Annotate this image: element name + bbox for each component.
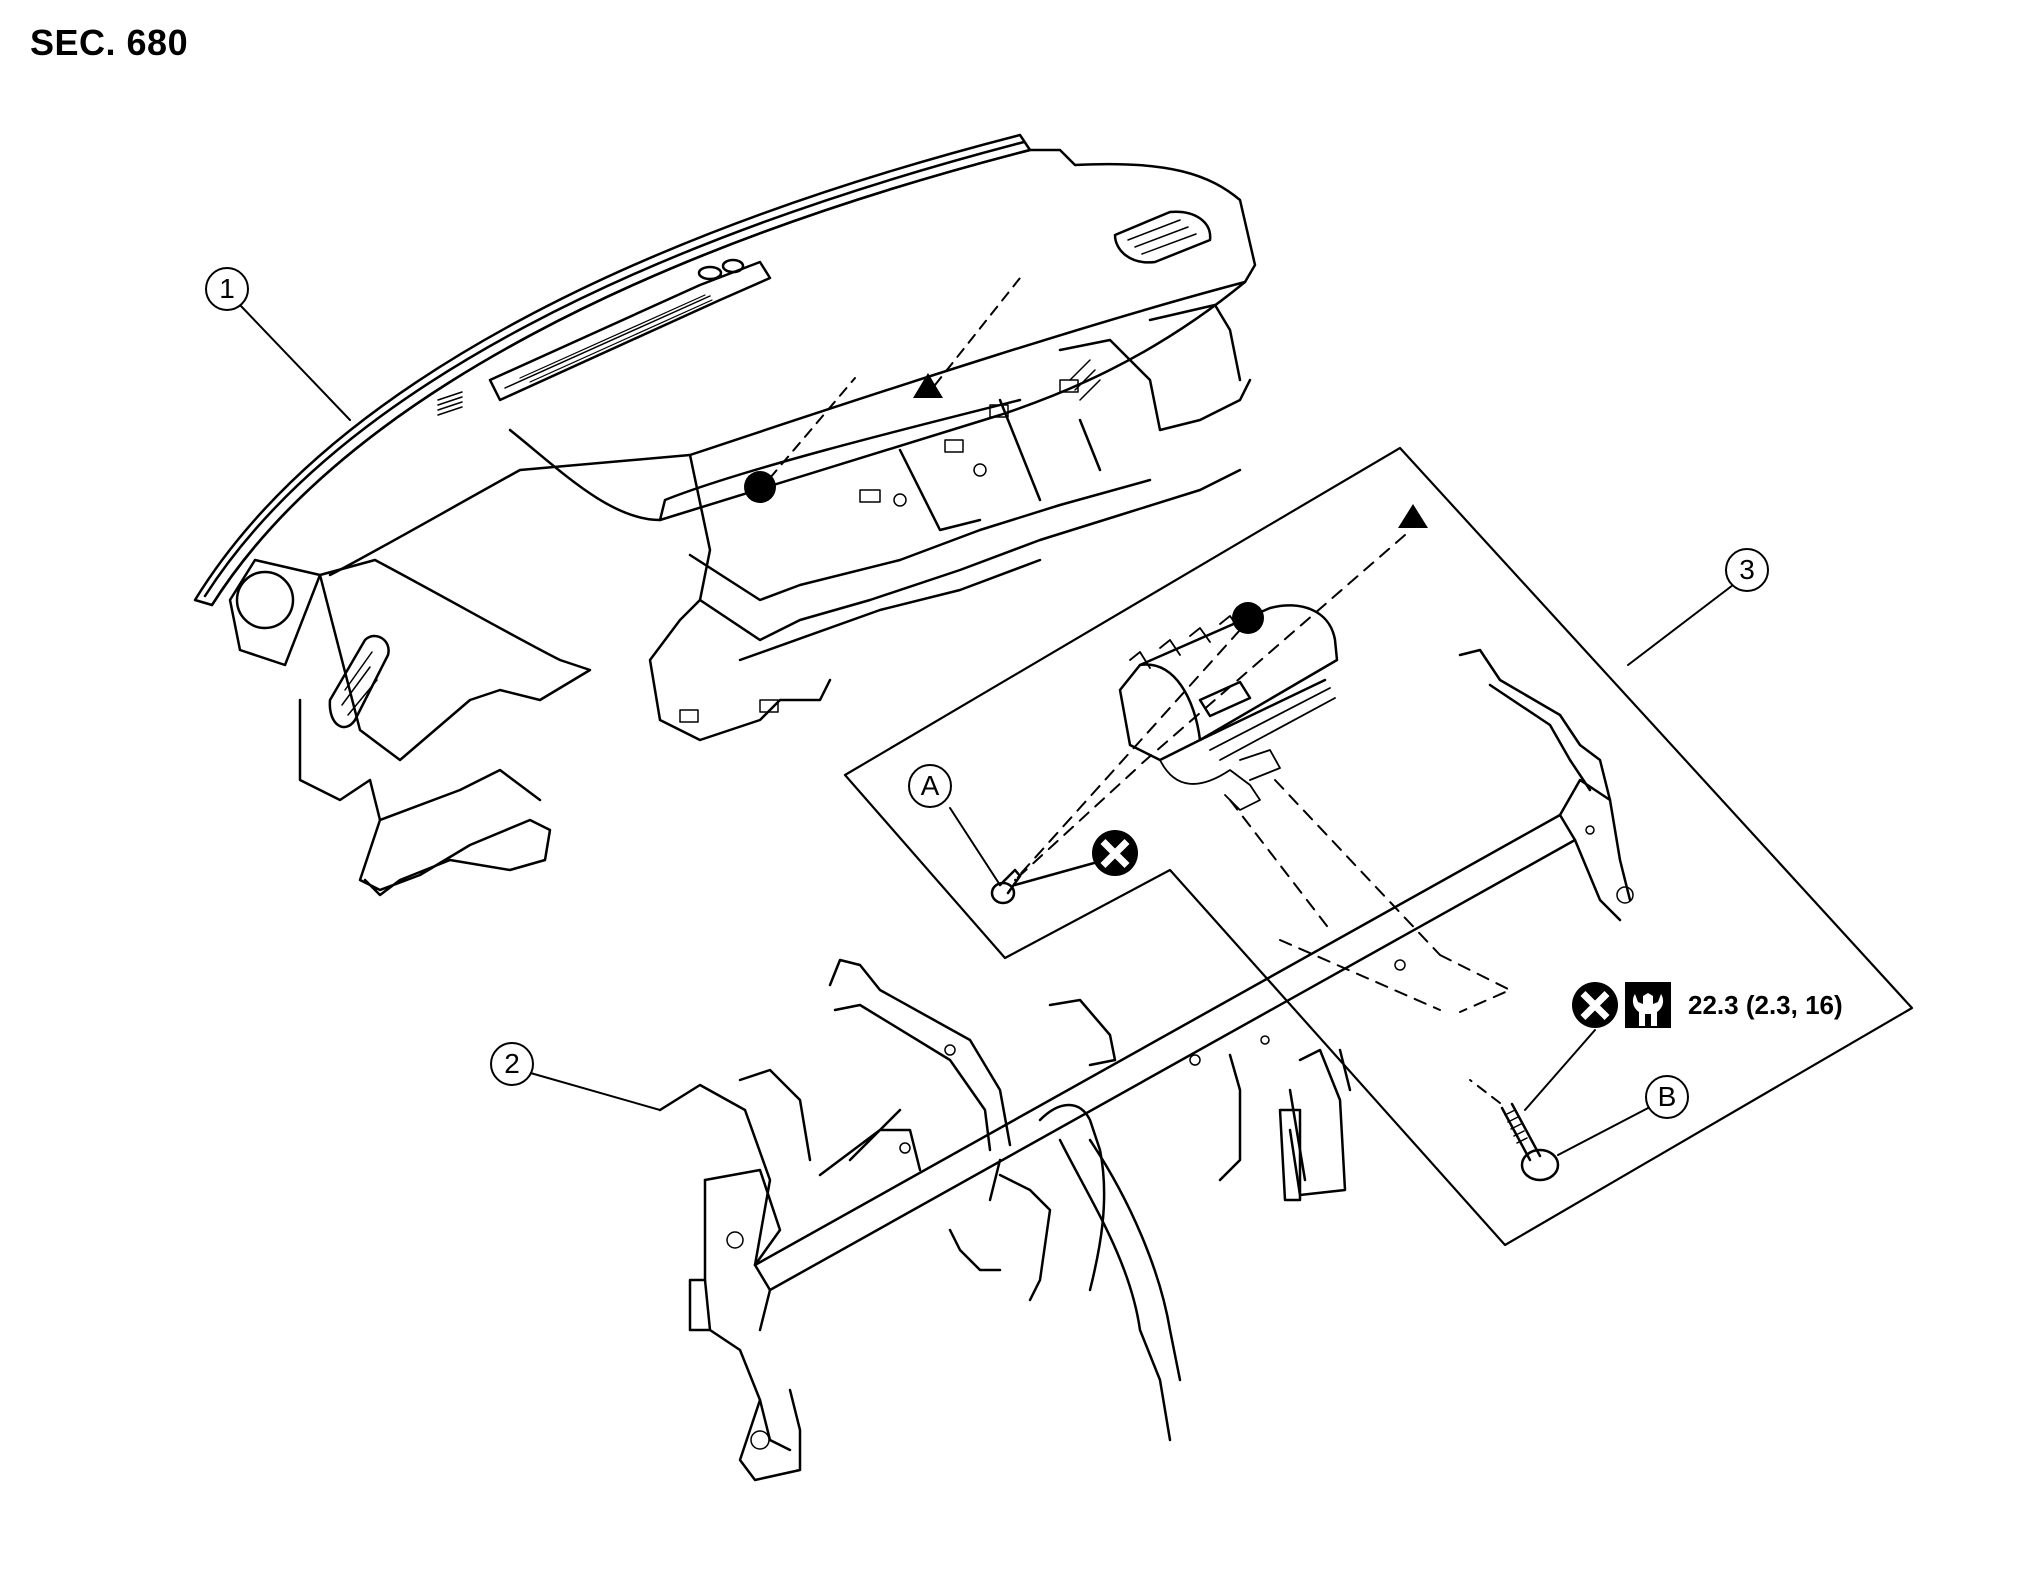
mate-triangle-marker	[913, 373, 943, 398]
x-circle-icon	[1092, 830, 1138, 876]
mate-triangle-marker-airbag	[1398, 504, 1428, 528]
section-label: SEC. 680	[30, 22, 189, 63]
leader-lines	[239, 304, 1734, 1156]
airbag-module	[990, 504, 1511, 1013]
bolt-b	[1469, 1079, 1560, 1182]
wrench-icon	[1625, 982, 1671, 1028]
callout-point-b: B	[1645, 1075, 1689, 1119]
callout-part-1: 1	[205, 267, 249, 311]
wrench-glyph	[1632, 993, 1664, 1026]
mate-circle-marker	[744, 471, 776, 503]
part3-boundary	[843, 446, 1914, 1247]
mate-circle-marker-airbag	[1232, 602, 1264, 634]
instrument-panel-assembly	[193, 133, 1257, 897]
x-circle-icon	[1572, 982, 1618, 1028]
callout-part-2: 2	[490, 1042, 534, 1086]
steering-member-assembly	[658, 648, 1634, 1482]
callout-point-a: A	[908, 764, 952, 808]
callout-part-3: 3	[1725, 548, 1769, 592]
torque-spec: 22.3 (2.3, 16)	[1688, 990, 1843, 1020]
